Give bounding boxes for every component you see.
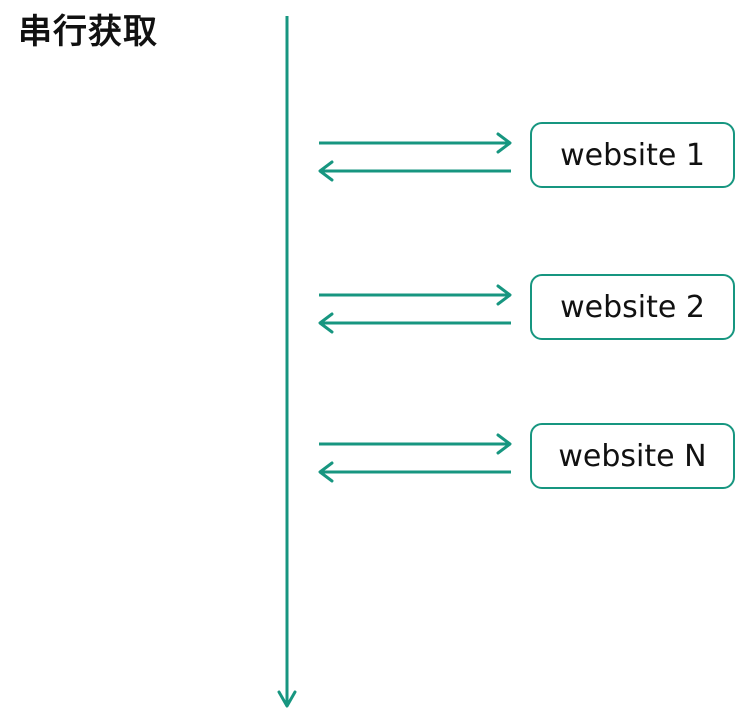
timeline-arrow bbox=[277, 16, 297, 708]
request-arrow-1 bbox=[319, 132, 512, 154]
diagram-title: 串行获取 bbox=[18, 12, 158, 52]
response-arrow-2 bbox=[318, 312, 511, 334]
website-label-2: website 2 bbox=[560, 289, 705, 325]
website-box-n: website N bbox=[530, 423, 735, 489]
website-box-1: website 1 bbox=[530, 122, 735, 188]
response-arrow-n bbox=[318, 461, 511, 483]
response-arrow-1 bbox=[318, 160, 511, 182]
request-arrow-2 bbox=[319, 284, 512, 306]
website-label-n: website N bbox=[558, 438, 707, 474]
website-label-1: website 1 bbox=[560, 137, 705, 173]
website-box-2: website 2 bbox=[530, 274, 735, 340]
request-arrow-n bbox=[319, 433, 512, 455]
